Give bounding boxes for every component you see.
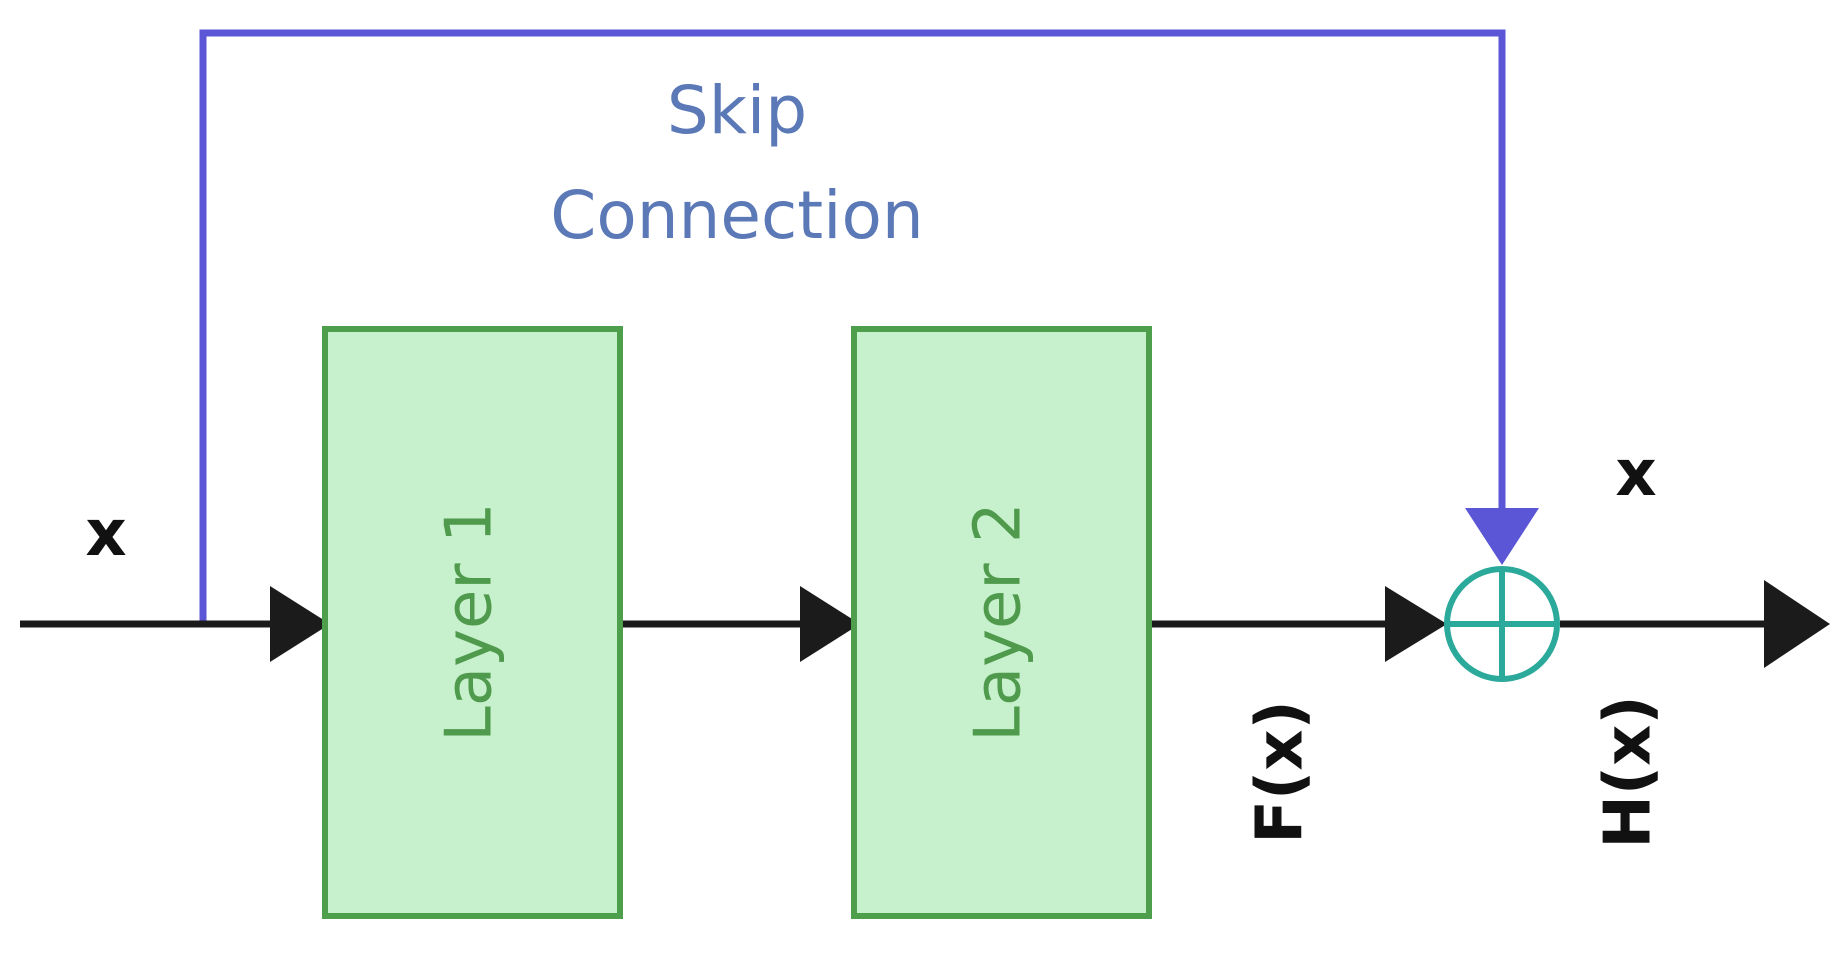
layer-2-block: Layer 2 bbox=[851, 326, 1152, 919]
skip-label-line2: Connection bbox=[550, 177, 923, 254]
skip-label-line1: Skip bbox=[667, 72, 807, 149]
residual-fx-label: F(x) bbox=[1244, 700, 1318, 844]
skip-connection-line bbox=[199, 29, 1506, 624]
input-arrowhead bbox=[270, 586, 330, 662]
output-arrowhead bbox=[1764, 580, 1830, 668]
sum-node bbox=[1444, 566, 1560, 682]
layer2-input-arrowhead bbox=[800, 586, 860, 662]
layer-1-block: Layer 1 bbox=[322, 326, 623, 919]
layer-1-label: Layer 1 bbox=[433, 502, 507, 742]
input-x-label: x bbox=[85, 497, 126, 571]
layer-2-label: Layer 2 bbox=[962, 502, 1036, 742]
output-hx-label: H(x) bbox=[1592, 695, 1666, 848]
skip-x-label: x bbox=[1615, 437, 1656, 511]
sum-input-arrowhead bbox=[1385, 586, 1447, 662]
skip-connection-arrowhead bbox=[1465, 508, 1539, 565]
